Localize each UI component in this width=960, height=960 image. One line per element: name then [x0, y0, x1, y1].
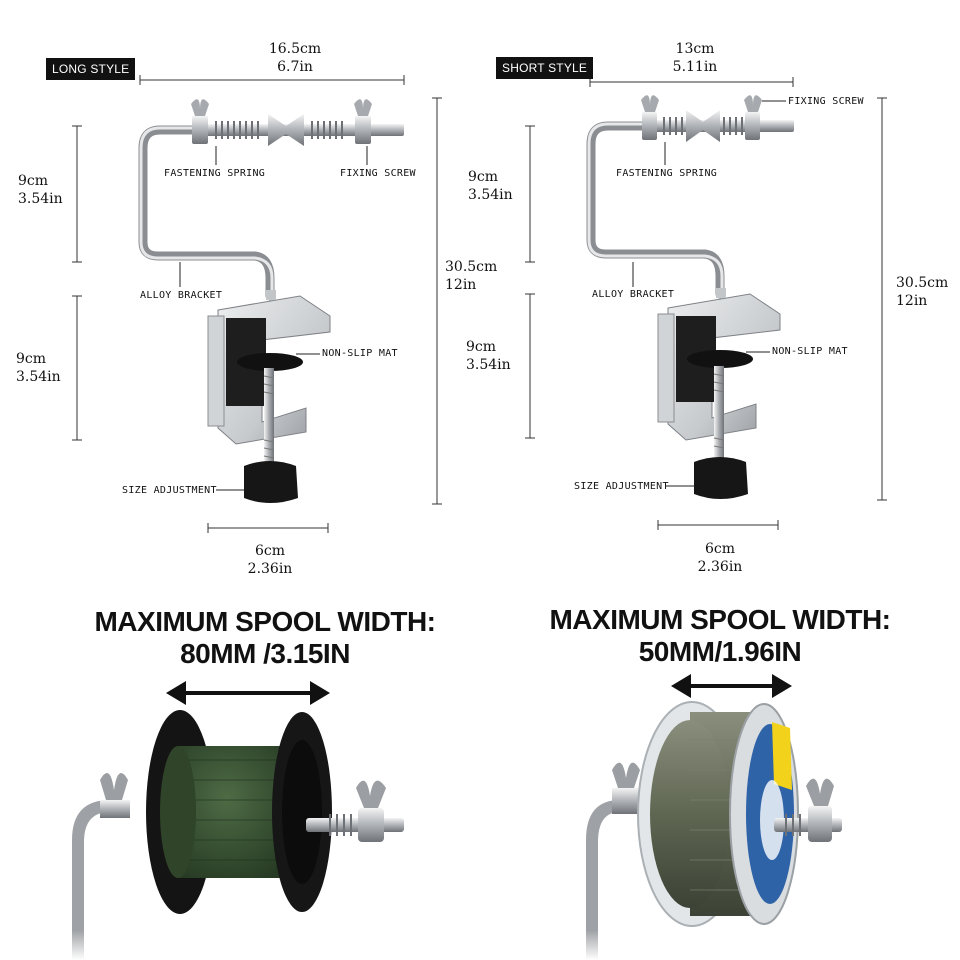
long-callout-size-adjustment: SIZE ADJUSTMENT: [122, 485, 217, 496]
short-top-width-in: 5.11in: [672, 59, 718, 75]
short-top-width-cm: 13cm: [675, 41, 715, 57]
short-total-height-cm: 30.5cm: [896, 275, 949, 291]
short-upper-height-in: 3.54in: [468, 187, 513, 203]
long-lower-height: 9cm 3.54in: [16, 350, 61, 386]
short-spool-width-title: MAXIMUM SPOOL WIDTH:: [549, 604, 891, 635]
long-total-height: 30.5cm 12in: [445, 258, 497, 294]
short-callout-non-slip-mat: NON-SLIP MAT: [772, 346, 848, 357]
short-lower-height-cm: 9cm: [466, 339, 497, 355]
short-dimension-lines: [525, 77, 887, 530]
short-lower-height-in: 3.54in: [466, 357, 511, 373]
long-top-width-in: 6.7in: [277, 59, 313, 75]
long-spool-photo: [72, 710, 404, 960]
long-callout-fixing-screw: FIXING SCREW: [340, 168, 416, 179]
long-lower-height-cm: 9cm: [16, 351, 47, 367]
long-callout-fastening-spring: FASTENING SPRING: [164, 168, 266, 179]
long-top-width: 16.5cm 6.7in: [240, 40, 350, 76]
long-top-width-cm: 16.5cm: [268, 41, 322, 57]
short-callout-fixing-screw: FIXING SCREW: [788, 96, 864, 107]
short-callout-leaders: [632, 100, 786, 487]
short-total-height: 30.5cm 12in: [896, 274, 948, 310]
long-callout-alloy-bracket: ALLOY BRACKET: [140, 290, 223, 301]
short-top-width: 13cm 5.11in: [650, 40, 740, 76]
long-holder-drawing: [138, 99, 404, 503]
short-spool-width-arrow: [671, 674, 792, 698]
long-lower-height-in: 3.54in: [16, 369, 61, 385]
long-clamp-width: 6cm 2.36in: [220, 542, 320, 578]
short-clamp-width-in: 2.36in: [697, 559, 743, 575]
long-clamp-width-in: 2.36in: [247, 561, 293, 577]
long-spool-width-value: 80MM /3.15IN: [180, 638, 350, 669]
long-clamp-width-cm: 6cm: [254, 543, 286, 559]
long-total-height-in: 12in: [445, 277, 477, 293]
short-callout-size-adjustment: SIZE ADJUSTMENT: [574, 481, 669, 492]
short-upper-height-cm: 9cm: [468, 169, 499, 185]
short-spool-width-heading: MAXIMUM SPOOL WIDTH: 50MM/1.96IN: [535, 604, 905, 668]
long-total-height-cm: 30.5cm: [445, 259, 498, 275]
short-style-tag: SHORT STYLE: [496, 57, 594, 79]
short-upper-height: 9cm 3.54in: [468, 168, 513, 204]
long-callout-leaders: [179, 146, 368, 491]
long-style-tag: LONG STYLE: [46, 58, 136, 80]
long-spool-width-heading: MAXIMUM SPOOL WIDTH: 80MM /3.15IN: [80, 606, 450, 670]
short-clamp-width-cm: 6cm: [704, 541, 736, 557]
long-spool-width-arrow: [166, 681, 330, 705]
short-lower-height: 9cm 3.54in: [466, 338, 511, 374]
long-dimension-lines: [72, 75, 442, 533]
long-upper-height: 9cm 3.54in: [18, 172, 63, 208]
short-spool-width-value: 50MM/1.96IN: [638, 636, 802, 667]
short-clamp-width: 6cm 2.36in: [670, 540, 770, 576]
long-spool-width-title: MAXIMUM SPOOL WIDTH:: [94, 606, 436, 637]
long-upper-height-cm: 9cm: [18, 173, 49, 189]
short-total-height-in: 12in: [896, 293, 928, 309]
short-holder-drawing: [586, 95, 794, 499]
short-callout-alloy-bracket: ALLOY BRACKET: [592, 289, 675, 300]
short-spool-photo: [586, 701, 842, 960]
short-callout-fastening-spring: FASTENING SPRING: [616, 168, 718, 179]
long-upper-height-in: 3.54in: [18, 191, 63, 207]
long-callout-non-slip-mat: NON-SLIP MAT: [322, 348, 398, 359]
